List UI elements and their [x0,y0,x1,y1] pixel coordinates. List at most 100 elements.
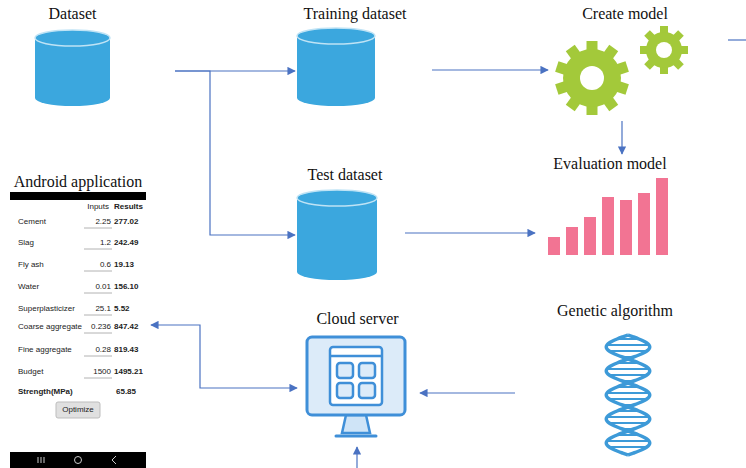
heading-text: Cloud server [316,310,398,328]
table-cell: Fine aggregate [18,345,72,355]
node-heading: Evaluation model [540,155,680,173]
chart-bar [620,200,632,255]
incoming-stub-arrow [356,447,357,468]
chart-bar [656,178,668,255]
table-cell: 19.13 [114,260,134,270]
outgoing-stub-line [728,39,746,40]
flow-arrow [420,392,515,393]
table-cell: Cement [18,217,46,227]
table-cell: 1500 [93,367,111,377]
table-cell: 0.236 [91,322,111,332]
table-cell: 847.42 [114,322,138,332]
optimize-button [56,402,100,418]
dna-rung [607,392,650,394]
flow-arrow [621,121,622,154]
nav-home-icon [75,457,82,464]
gear-body [646,32,682,68]
heading-text: Create model [582,5,668,23]
genetic-dna: Genetic algorithm [515,302,715,462]
chart-bar [584,217,596,255]
dna-rung [609,374,647,376]
table-cell: 5.52 [114,304,130,314]
table-cell: Inputs [87,202,109,212]
heading-text: Dataset [49,5,97,23]
window-bar [330,355,382,358]
table-cell: 242.49 [114,238,138,248]
monitor-stand [342,415,370,433]
nav-bar [10,452,146,468]
table-cell: Results [114,202,143,212]
flow-arrow [151,325,297,388]
app-tile [359,383,375,398]
dna-rung [609,398,647,400]
table-cell: 0.28 [95,345,111,355]
node-heading: Genetic algorithm [515,302,715,320]
nav-recent-icon [44,457,45,463]
flow-arrow [405,232,535,233]
node-heading: Cloud server [300,310,415,328]
chart-bar [638,193,650,255]
cloud-server-monitor: Cloud server [300,310,415,442]
input-underline [84,293,112,294]
nav-recent-icon [41,457,42,463]
app-tile [337,383,353,398]
chart-bar [548,237,560,255]
gear-hole [580,66,604,90]
table-cell: Strength(MPa) [18,387,73,397]
table-cell: Water [18,282,39,292]
create-model-gears: Create model [545,5,705,118]
monitor-base [336,435,376,438]
table-cell: 1.2 [100,238,111,248]
table-cell: Fly ash [18,260,44,270]
input-underline [84,249,112,250]
table-cell: 819.43 [114,345,138,355]
input-underline [84,228,112,229]
node-heading: Android application [8,173,148,191]
gear-body [563,49,621,107]
input-underline [84,315,112,316]
dna-strand [606,335,650,455]
dna-rung [607,344,650,346]
input-underline [84,333,112,334]
table-cell: 156.10 [114,282,138,292]
table-cell: Slag [18,238,34,248]
cylinder-top [297,190,377,206]
chart-bar [602,197,614,255]
table-cell: 2.25 [95,217,111,227]
nav-back-icon [112,456,116,464]
input-underline [84,271,112,272]
training-cylinder: Training dataset [290,5,420,113]
app-window [330,347,382,405]
table-cell: 277.02 [114,217,138,227]
app-tile [337,363,353,378]
heading-text: Evaluation model [553,155,666,173]
table-cell: Superplasticizer [18,304,75,314]
cylinder-top [297,28,375,44]
heading-text: Test dataset [308,166,383,184]
dna-strand [606,335,650,455]
table-cell: 65.85 [116,387,136,397]
cylinder-body [297,198,377,280]
dna-rung [609,422,647,424]
gear-hole [656,42,672,58]
evaluation-chart: Evaluation model [540,155,680,257]
dna-rung [607,416,650,418]
phone-screen [10,192,146,468]
node-heading: Dataset [25,5,120,23]
dataset-cylinder: Dataset [25,5,120,113]
table-cell: 25.1 [95,304,111,314]
input-underline [84,378,112,379]
button-label: Optimize [62,405,94,415]
app-tile [359,363,375,378]
cylinder-body [35,38,110,106]
test-cylinder: Test dataset [290,166,400,283]
flow-arrow [175,71,295,235]
status-bar [10,192,146,200]
monitor-screen [307,337,405,415]
node-icon [300,310,415,442]
dna-rung [609,350,647,352]
table-cell: Coarse aggregate [18,322,82,332]
cylinder-body [297,36,375,106]
dna-rung [609,446,647,448]
